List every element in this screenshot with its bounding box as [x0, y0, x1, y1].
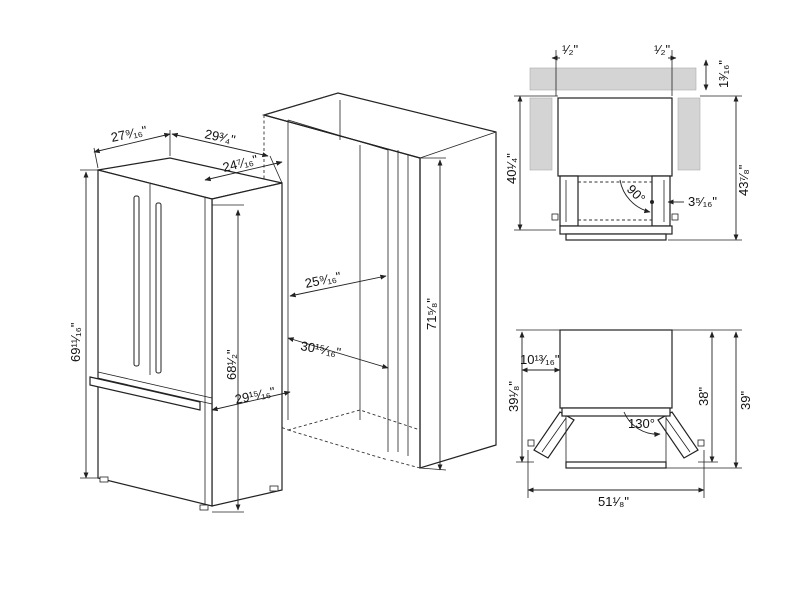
- bottom-view-dims: [516, 329, 742, 498]
- dim-top-side-gap-right: ¹⁄₂": [654, 42, 671, 57]
- dim-width-total: 27⁹⁄₁₆": [110, 123, 149, 145]
- bottom-view-130: [527, 329, 705, 469]
- dim-niche-height: 71⁵⁄₈": [424, 298, 439, 330]
- dim-top-door-offset: 3⁵⁄₁₆": [688, 194, 717, 209]
- dim-niche-width-min: 25⁹⁄₁₆": [304, 269, 343, 291]
- dim-bottom-depth-c: 39": [738, 391, 753, 410]
- dim-bottom-offset: 10¹³⁄₁₆": [520, 352, 560, 367]
- niche-cabinet: [261, 92, 497, 469]
- dim-height-cabinet: 68¹⁄₂": [224, 349, 239, 380]
- dim-bottom-width-open: 51¹⁄₈": [598, 494, 629, 509]
- dim-bottom-depth-a: 39¹⁄₈": [506, 381, 521, 412]
- dim-top-depth-open: 43⁷⁄₈": [736, 164, 751, 196]
- dim-depth-total: 29³⁄₄": [203, 126, 237, 147]
- dim-height-total: 69¹¹⁄₁₆": [68, 322, 83, 362]
- dim-top-angle: 90°: [624, 182, 649, 207]
- dim-bottom-depth-b: 38": [696, 387, 711, 406]
- dims-3d: [80, 130, 447, 513]
- dim-top-side-gap-left: ¹⁄₂": [562, 42, 579, 57]
- dim-top-depth: 40¹⁄₄": [504, 153, 519, 184]
- top-view-dims: [514, 50, 742, 241]
- top-view-90: [529, 67, 701, 241]
- dim-niche-width-max: 30¹⁵⁄₁₆": [299, 338, 342, 360]
- dim-bottom-angle: 130°: [628, 416, 655, 431]
- refrigerator-3d: [89, 157, 283, 511]
- dim-top-rear-gap: 1³⁄₁₆": [716, 60, 731, 88]
